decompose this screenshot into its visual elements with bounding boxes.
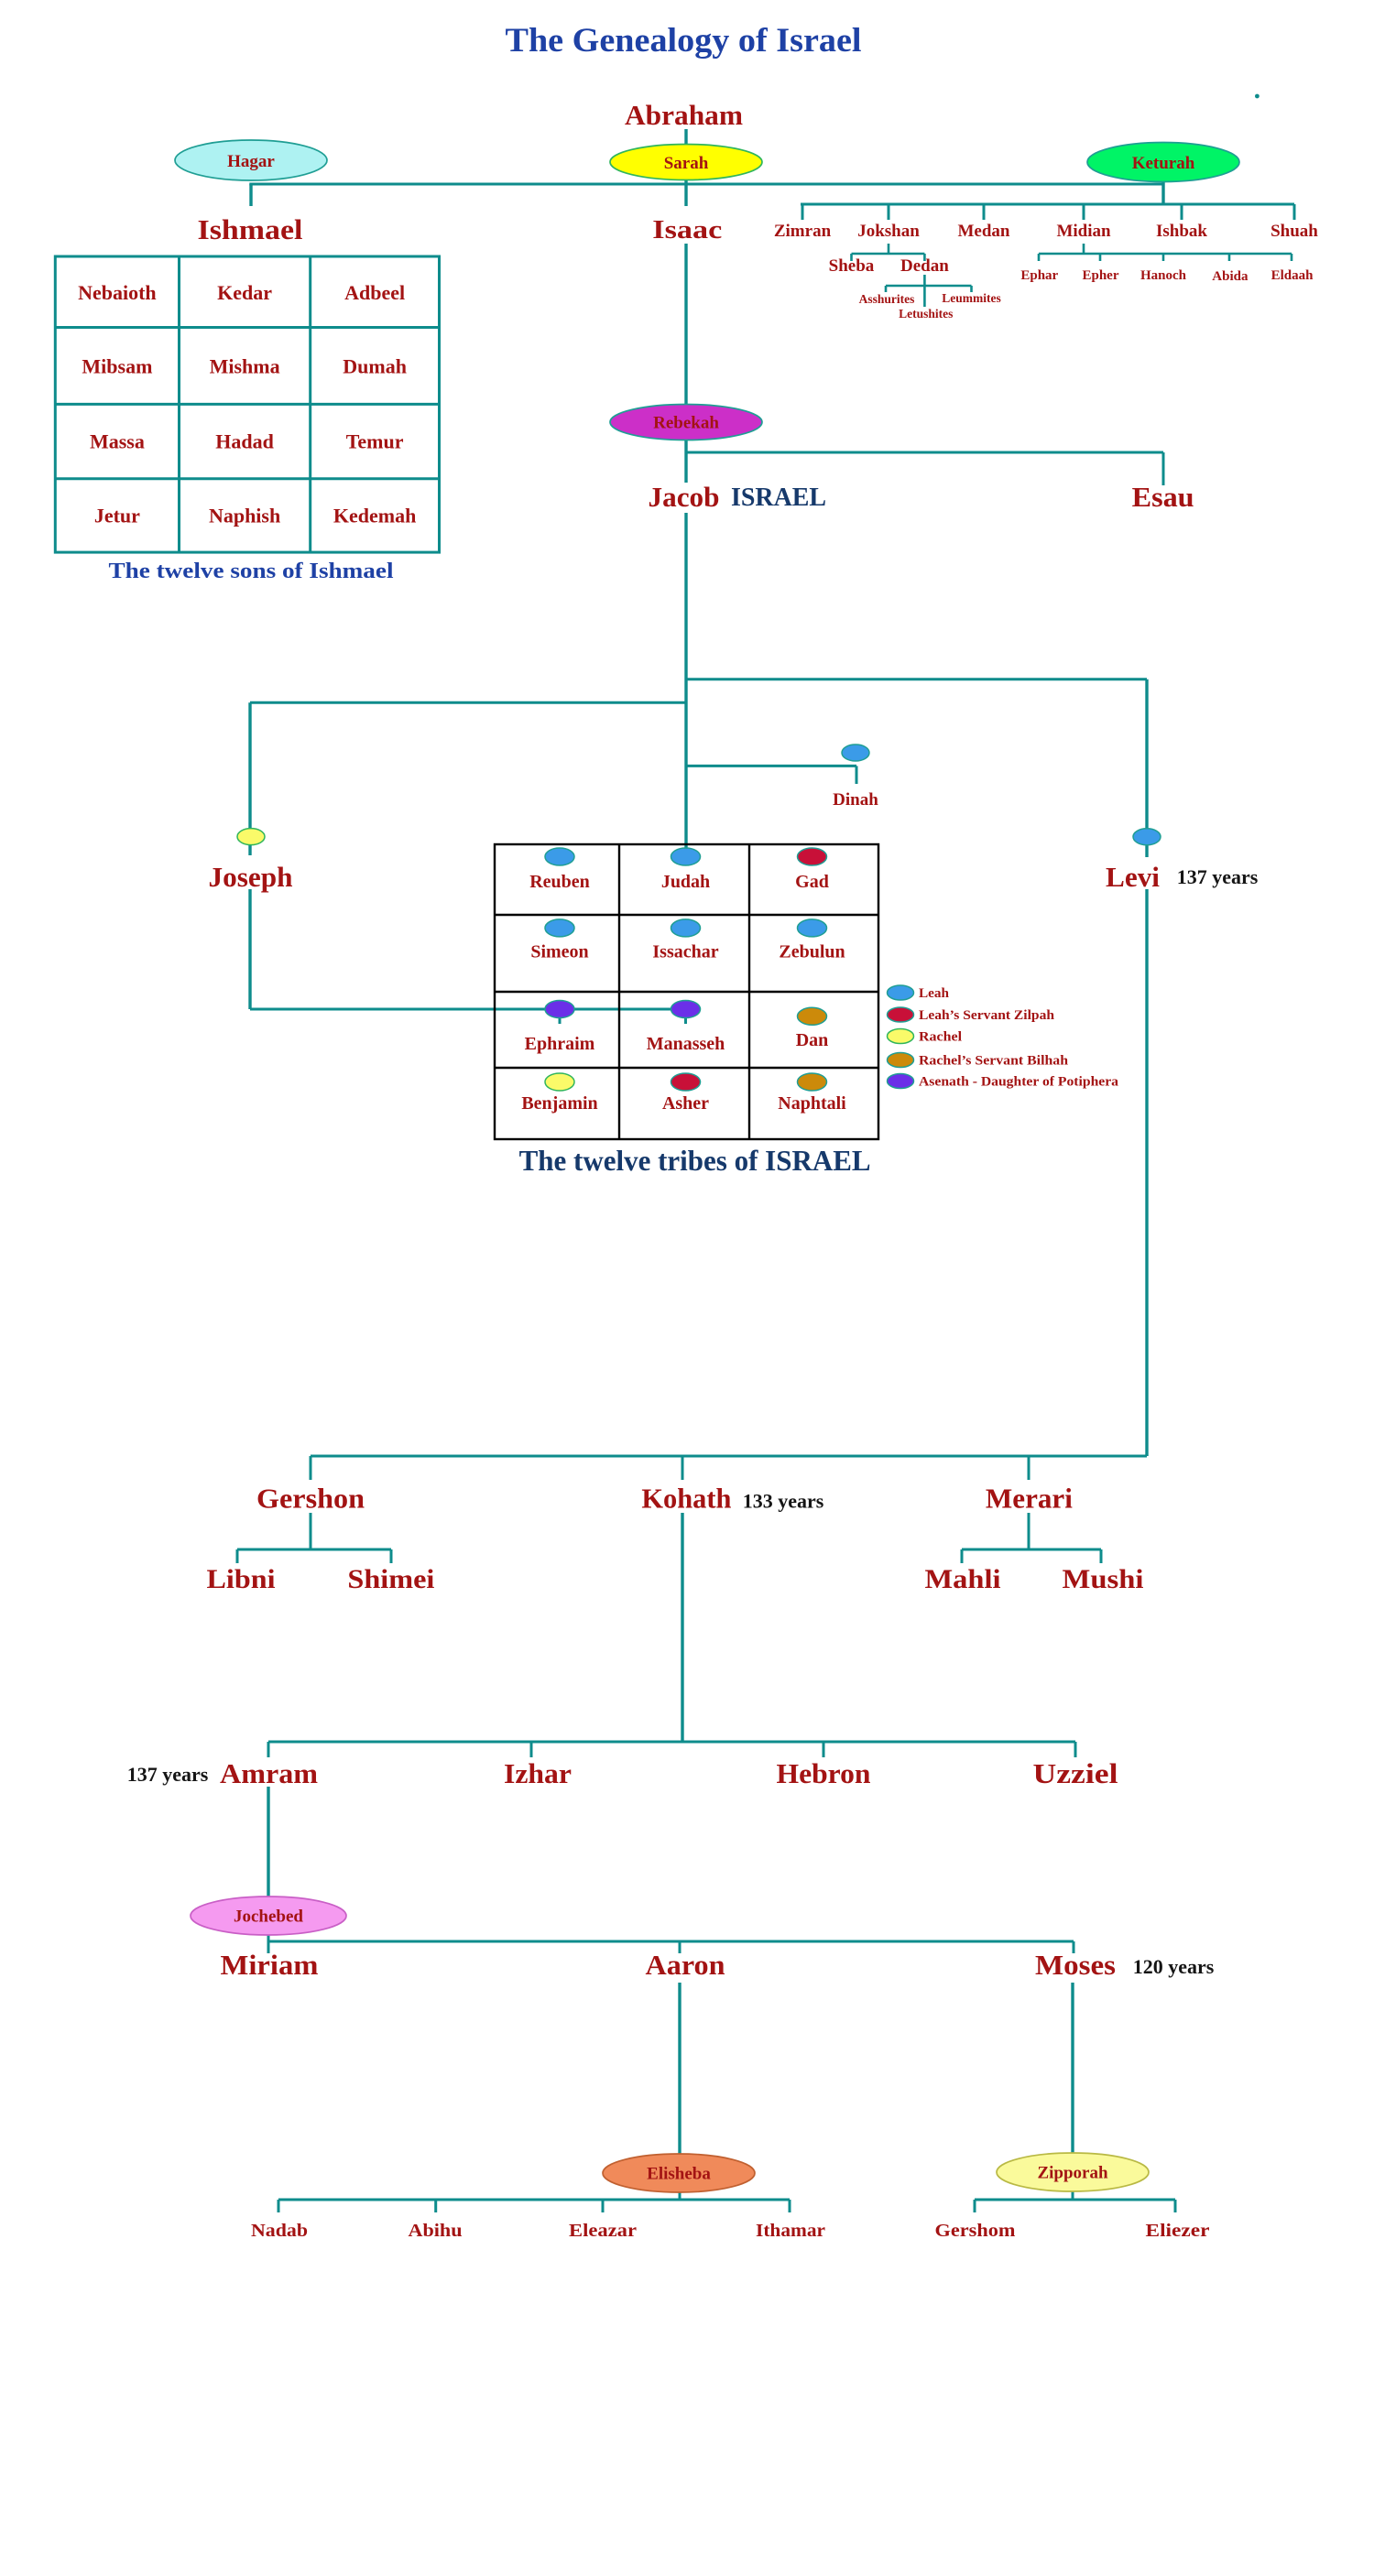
svg-text:Gad: Gad	[795, 872, 829, 892]
svg-text:Moses: Moses	[1035, 1949, 1116, 1981]
svg-text:Eleazar: Eleazar	[569, 2221, 637, 2241]
svg-text:Kedar: Kedar	[217, 281, 272, 304]
svg-text:Judah: Judah	[661, 872, 710, 892]
svg-text:Dan: Dan	[796, 1030, 829, 1050]
svg-text:Zipporah: Zipporah	[1037, 2164, 1108, 2183]
svg-text:Asenath - Daughter of Potipher: Asenath - Daughter of Potiphera	[919, 1075, 1119, 1090]
svg-text:Eliezer: Eliezer	[1146, 2221, 1210, 2241]
svg-text:Dedan: Dedan	[900, 256, 949, 276]
svg-text:Ithamar: Ithamar	[756, 2221, 825, 2241]
svg-text:Kedemah: Kedemah	[333, 505, 416, 527]
svg-text:Mishma: Mishma	[210, 355, 280, 378]
svg-text:Rachel: Rachel	[919, 1030, 962, 1045]
svg-text:Shimei: Shimei	[347, 1564, 434, 1594]
svg-text:Abida: Abida	[1212, 269, 1249, 284]
svg-text:Isaac: Isaac	[652, 215, 722, 245]
svg-text:Manasseh: Manasseh	[647, 1034, 725, 1054]
svg-text:Hadad: Hadad	[215, 430, 274, 453]
svg-text:Zebulun: Zebulun	[779, 942, 845, 962]
svg-text:Epher: Epher	[1082, 268, 1118, 283]
svg-text:The twelve sons of Ishmael: The twelve sons of Ishmael	[109, 560, 394, 583]
svg-text:Abihu: Abihu	[409, 2221, 463, 2241]
svg-text:Issachar: Issachar	[652, 942, 718, 962]
svg-text:Ephraim: Ephraim	[525, 1034, 595, 1054]
svg-text:Temur: Temur	[346, 430, 404, 453]
svg-text:Simeon: Simeon	[530, 942, 588, 962]
svg-text:Eldaah: Eldaah	[1271, 268, 1314, 283]
svg-text:133 years: 133 years	[743, 1490, 824, 1513]
svg-text:The Genealogy of Israel: The Genealogy of Israel	[506, 22, 862, 60]
svg-text:Midian: Midian	[1056, 222, 1111, 241]
svg-text:Hagar: Hagar	[227, 152, 275, 171]
svg-text:Zimran: Zimran	[774, 222, 832, 241]
svg-text:Ishmael: Ishmael	[198, 213, 303, 245]
svg-text:Rachel’s Servant Bilhah: Rachel’s Servant Bilhah	[919, 1054, 1068, 1069]
svg-text:Hanoch: Hanoch	[1140, 268, 1187, 283]
svg-text:Reuben: Reuben	[529, 872, 590, 892]
svg-text:Hebron: Hebron	[777, 1757, 871, 1789]
svg-text:Uzziel: Uzziel	[1033, 1757, 1118, 1789]
svg-text:Joseph: Joseph	[209, 861, 293, 893]
svg-text:Merari: Merari	[986, 1483, 1073, 1515]
svg-text:Mibsam: Mibsam	[82, 355, 152, 378]
svg-text:Naphish: Naphish	[209, 505, 280, 527]
svg-text:Levi: Levi	[1106, 861, 1160, 893]
svg-text:Ephar: Ephar	[1020, 268, 1058, 283]
svg-text:Jetur: Jetur	[94, 505, 140, 527]
svg-text:Jokshan: Jokshan	[857, 222, 920, 241]
svg-text:Miriam: Miriam	[221, 1949, 319, 1981]
svg-text:The twelve tribes of ISRAEL: The twelve tribes of ISRAEL	[519, 1144, 871, 1177]
svg-text:ISRAEL: ISRAEL	[731, 484, 826, 512]
svg-text:Elisheba: Elisheba	[647, 2165, 711, 2184]
svg-text:Aaron: Aaron	[646, 1949, 725, 1981]
svg-text:Libni: Libni	[207, 1564, 276, 1594]
svg-text:Rebekah: Rebekah	[653, 414, 719, 433]
svg-text:Naphtali: Naphtali	[778, 1093, 846, 1114]
svg-text:Leah’s Servant Zilpah: Leah’s Servant Zilpah	[919, 1008, 1054, 1023]
svg-text:Nadab: Nadab	[251, 2221, 308, 2241]
svg-text:Nebaioth: Nebaioth	[78, 281, 157, 304]
svg-text:Letushites: Letushites	[899, 307, 953, 321]
svg-text:137 years: 137 years	[127, 1763, 209, 1786]
svg-text:Abraham: Abraham	[625, 99, 743, 131]
svg-text:Asher: Asher	[662, 1093, 709, 1114]
svg-text:Kohath: Kohath	[641, 1483, 731, 1515]
svg-text:Izhar: Izhar	[504, 1757, 572, 1789]
svg-text:Amram: Amram	[220, 1757, 318, 1789]
svg-text:Leummites: Leummites	[942, 291, 1001, 305]
svg-text:Adbeel: Adbeel	[344, 281, 405, 304]
svg-text:Dinah: Dinah	[833, 790, 878, 810]
svg-text:Medan: Medan	[958, 222, 1010, 241]
svg-text:Sarah: Sarah	[664, 154, 709, 173]
svg-text:Gershon: Gershon	[256, 1483, 365, 1515]
svg-text:Mahli: Mahli	[925, 1564, 1001, 1594]
svg-text:Leah: Leah	[919, 986, 949, 1001]
svg-text:Gershom: Gershom	[935, 2221, 1016, 2241]
svg-text:Mushi: Mushi	[1063, 1564, 1144, 1594]
svg-text:Asshurites: Asshurites	[859, 292, 915, 306]
svg-text:Dumah: Dumah	[343, 355, 407, 378]
svg-text:Benjamin: Benjamin	[521, 1093, 597, 1114]
svg-text:Shuah: Shuah	[1270, 222, 1318, 241]
svg-text:120 years: 120 years	[1133, 1955, 1215, 1978]
svg-text:Esau: Esau	[1132, 481, 1194, 513]
svg-text:Jacob: Jacob	[649, 481, 720, 513]
svg-text:Massa: Massa	[90, 430, 145, 453]
svg-text:Sheba: Sheba	[829, 256, 875, 276]
svg-text:Keturah: Keturah	[1132, 154, 1195, 173]
svg-text:Jochebed: Jochebed	[234, 1908, 303, 1927]
svg-text:Ishbak: Ishbak	[1156, 222, 1207, 241]
svg-text:137 years: 137 years	[1177, 865, 1259, 888]
